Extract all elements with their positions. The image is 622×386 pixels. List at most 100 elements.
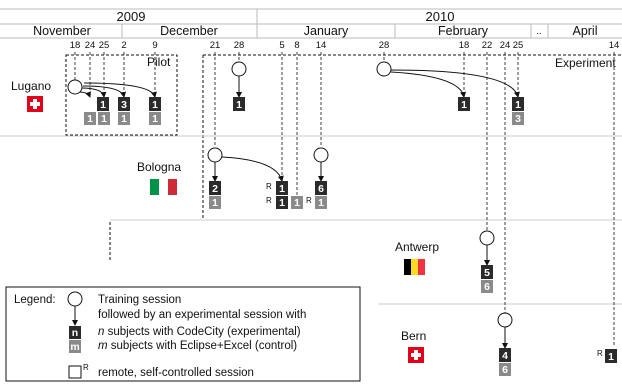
- pilot-phase-box: [65, 54, 178, 136]
- arrow-lugano-dec9: [83, 82, 157, 98]
- control-count: 3: [515, 113, 521, 125]
- training-sessions: [67, 61, 513, 328]
- control-count-box: [512, 112, 524, 125]
- experimental-count-box: [605, 349, 617, 363]
- pilot-label: Pilot: [147, 55, 171, 69]
- legend-m-variable: m: [98, 340, 108, 352]
- training-circle-lugano-jan28: [376, 61, 392, 77]
- month-january: January: [304, 24, 349, 38]
- day-jan-5: 5: [279, 40, 284, 51]
- training-circle-lugano-dec28: [231, 61, 247, 77]
- experimental-count: 1: [152, 99, 158, 111]
- legend-training-circle-icon: [67, 291, 83, 307]
- belgian-flag-icon: [404, 259, 425, 275]
- experimental-count-box: [481, 265, 493, 279]
- experimental-count-box: [233, 97, 245, 111]
- site-bern: Bern: [401, 329, 426, 363]
- control-count-box: [149, 112, 161, 125]
- site-label-bologna: Bologna: [137, 160, 181, 174]
- session-lugano-dec28: 1: [233, 97, 245, 111]
- control-count-box: [481, 280, 493, 293]
- experimental-count-box: [149, 97, 161, 111]
- month-april: April: [572, 24, 597, 38]
- day-apr-14: 14: [609, 40, 620, 51]
- experimental-count: 2: [212, 183, 218, 195]
- site-bologna: Bologna: [137, 160, 181, 195]
- day-dec-2: 2: [121, 40, 126, 51]
- site-lugano: Lugano: [11, 79, 51, 112]
- session-bologna-jan5-a: R 1: [266, 181, 288, 195]
- timeline-header: 2009 2010 November December January Febr…: [0, 8, 622, 51]
- day-jan-14: 14: [316, 40, 327, 51]
- control-count: 1: [294, 197, 300, 209]
- legend-n-symbol: n: [72, 327, 78, 339]
- legend-title: Legend:: [14, 294, 56, 306]
- year-2009: 2009: [117, 9, 146, 24]
- session-bern-apr14: R 1: [597, 349, 617, 363]
- month-february: February: [438, 24, 489, 38]
- experiment-phase-boundary: [109, 55, 204, 262]
- control-count: 1: [152, 113, 158, 125]
- training-circle-bologna-jan14: [313, 147, 329, 163]
- experimental-count-box: [315, 181, 327, 195]
- experimental-count-box: [512, 97, 524, 111]
- session-bologna-jan8: 1: [291, 196, 303, 209]
- site-separators: [0, 135, 622, 305]
- remote-marker: R: [266, 182, 272, 191]
- control-count-box: [499, 363, 511, 376]
- experiment-label: Experiment: [555, 56, 616, 70]
- experimental-count: 4: [502, 350, 508, 362]
- legend-m-description: subjects with Eclipse+Excel (control): [108, 340, 298, 352]
- month-november: November: [33, 24, 91, 38]
- month-december: December: [160, 24, 218, 38]
- arrow-lugano-nov24: [78, 91, 91, 98]
- day-jan-8: 8: [294, 40, 299, 51]
- experimental-count: 1: [236, 99, 242, 111]
- arrow-lugano-feb25: [390, 69, 520, 98]
- session-lugano-dec2: 3 1: [118, 97, 130, 125]
- legend-remote-box-icon: [68, 365, 82, 379]
- site-antwerp: Antwerp: [395, 240, 439, 275]
- session-bologna-dec21: 2 1: [209, 181, 221, 209]
- control-count: 6: [502, 364, 508, 376]
- session-bern-feb24: 4 6: [499, 348, 511, 376]
- legend-followed-text: followed by an experimental session with: [98, 309, 306, 321]
- site-label-lugano: Lugano: [11, 79, 51, 93]
- training-circle-lugano-nov18: [67, 79, 83, 95]
- month-gap-ellipsis: ..: [536, 26, 541, 37]
- experimental-count: 3: [121, 99, 127, 111]
- experimental-count-box: [97, 97, 109, 111]
- control-count: 6: [484, 281, 490, 293]
- control-count-box: [84, 112, 96, 125]
- day-nov-18: 18: [70, 40, 81, 51]
- training-circle-bern-feb24: [497, 312, 513, 328]
- training-circle-bologna-dec21: [207, 147, 223, 163]
- legend-remote-text: remote, self-controlled session: [98, 367, 254, 379]
- session-lugano-feb18: 1: [458, 97, 470, 111]
- legend-n-variable: n: [98, 326, 104, 338]
- year-2010: 2010: [426, 9, 455, 24]
- day-nov-25: 25: [99, 40, 110, 51]
- legend-control-text: m subjects with Eclipse+Excel (control): [98, 340, 297, 352]
- experimental-count: 5: [484, 267, 490, 279]
- session-lugano-nov24: 1 1: [84, 97, 109, 125]
- legend-control-swatch: [69, 340, 81, 353]
- day-nov-24: 24: [85, 40, 96, 51]
- arrow-lugano-nov25: [80, 87, 107, 98]
- day-jan-28: 28: [379, 40, 390, 51]
- session-antwerp-feb22: 5 6: [481, 265, 493, 293]
- legend-box: [5, 286, 361, 382]
- session-lugano-feb25: 1 3: [512, 97, 524, 125]
- control-count-box: [209, 196, 221, 209]
- control-count: 1: [101, 113, 107, 125]
- training-circle-antwerp-feb22: [479, 230, 495, 246]
- arrow-bologna-jan5: [221, 156, 284, 182]
- control-count: 1: [87, 113, 93, 125]
- legend-n-description: subjects with CodeCity (experimental): [104, 326, 300, 338]
- experimental-count: 1: [279, 197, 285, 209]
- experimental-count-box: [118, 97, 130, 111]
- experimental-count: 1: [515, 99, 521, 111]
- day-dec-28: 28: [234, 40, 245, 51]
- experimental-count: 1: [279, 183, 285, 195]
